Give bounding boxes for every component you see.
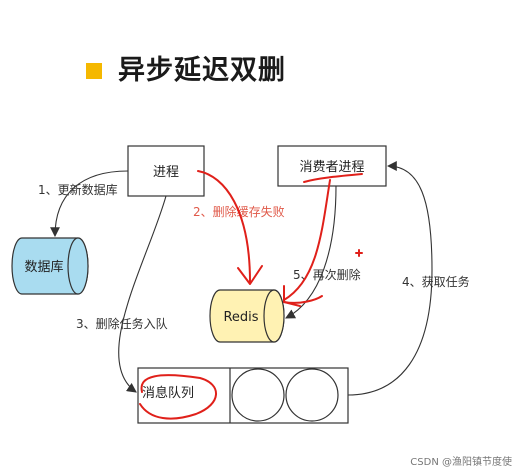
red-arrow-consumer-to-redis-2: [283, 295, 323, 304]
page-title: 异步延迟双删: [118, 55, 286, 86]
edge-update-db: [50, 170, 129, 238]
queue-node: 消息队列: [137, 367, 349, 424]
red-annotations: [139, 170, 363, 420]
title-bullet: [86, 63, 102, 79]
red-underline-consumer: [303, 173, 363, 183]
process-label: 进程: [153, 165, 179, 180]
red-arrow-process-to-redis-head: [237, 265, 263, 285]
database-node: 数据库: [11, 237, 89, 295]
redis-label: Redis: [223, 310, 258, 325]
queue-label: 消息队列: [142, 385, 194, 401]
queue-slot-1: [231, 368, 285, 422]
edge-get-task: [347, 161, 433, 396]
red-arrow-process-to-redis: [197, 170, 251, 283]
queue-slot-2: [285, 368, 339, 422]
edge-delete-again: [285, 185, 337, 319]
database-label: 数据库: [24, 259, 63, 275]
edge-label-delete-task: 3、删除任务入队: [76, 316, 168, 331]
process-node: 进程: [127, 145, 205, 197]
red-ellipse-queue: [139, 374, 217, 420]
edge-label-update-db: 1、更新数据库: [38, 182, 118, 197]
edge-label-get-task: 4、获取任务: [402, 274, 470, 289]
consumer-node: 消费者进程: [277, 145, 387, 187]
red-arrow-consumer-to-redis: [283, 179, 331, 301]
edge-delete-task: [118, 195, 167, 393]
consumer-label: 消费者进程: [299, 160, 364, 175]
footer-credit: CSDN @渔阳镇节度使: [410, 457, 512, 468]
redis-node: Redis: [209, 289, 285, 343]
edge-label-delete-again: 5、再次删除: [293, 267, 361, 282]
